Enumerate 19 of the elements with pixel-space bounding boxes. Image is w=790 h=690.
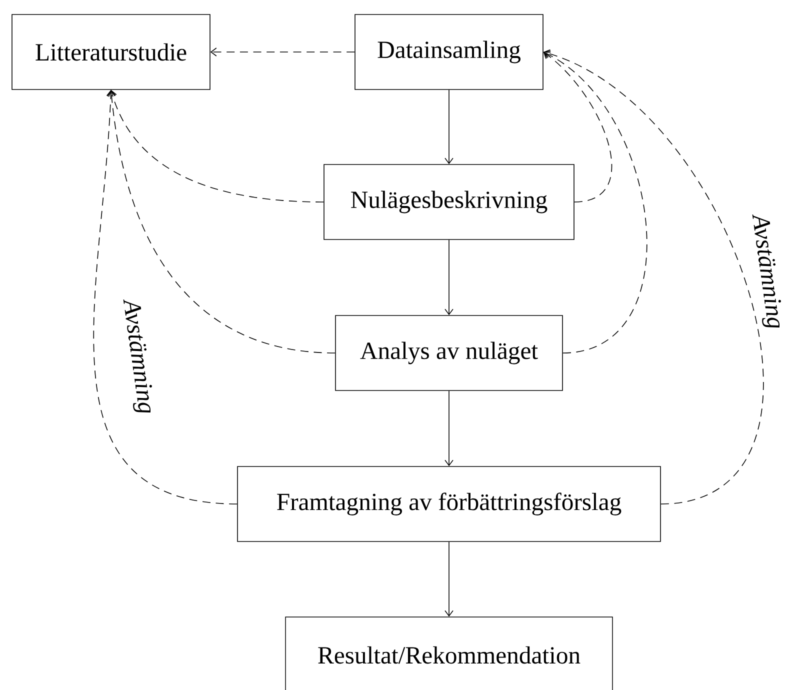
process-box: Framtagning av förbättringsförslag <box>237 466 661 542</box>
arrow <box>543 50 647 354</box>
process-box: Analys av nuläget <box>335 315 563 391</box>
arrow <box>108 90 324 202</box>
edge-label: Avstämning <box>116 297 158 417</box>
arrow <box>444 90 454 164</box>
arrow <box>444 240 454 316</box>
arrow <box>444 542 454 617</box>
process-box: Nulägesbeskrivning <box>324 164 574 240</box>
arrow <box>210 48 355 56</box>
process-box: Litteraturstudie <box>12 14 210 90</box>
edge-label: Avstämning <box>746 212 786 332</box>
arrow <box>543 52 612 202</box>
arrow <box>543 49 764 504</box>
process-box: Resultat/Rekommendation <box>285 616 613 690</box>
process-box: Datainsamling <box>354 14 544 90</box>
arrow <box>107 90 336 354</box>
arrow <box>93 90 238 504</box>
arrow <box>444 390 454 466</box>
